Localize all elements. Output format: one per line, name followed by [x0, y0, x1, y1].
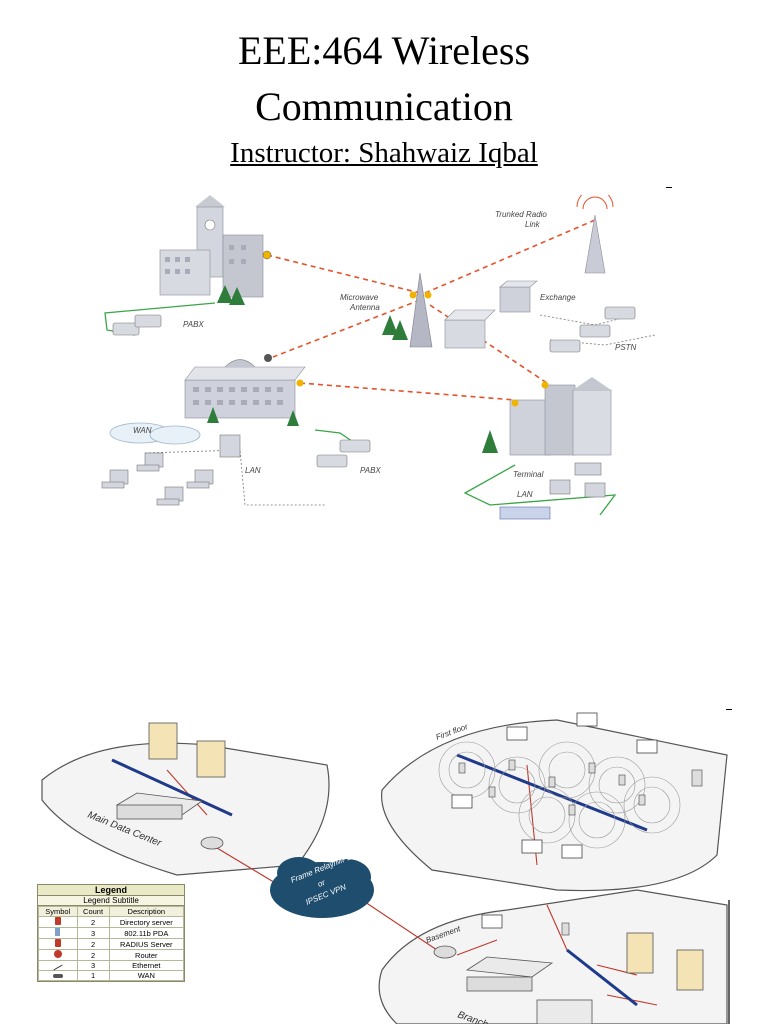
pda-icon: [561, 922, 570, 936]
legend-header-description: Description: [108, 906, 185, 917]
instructor-label: Instructor: Shahwaiz Iqbal: [230, 137, 538, 169]
legend-description: WAN: [108, 970, 185, 981]
legend-row: 2 Directory server: [38, 916, 185, 928]
pda-icon: [38, 927, 78, 939]
switch-icon: [115, 792, 204, 820]
legend-count: 3: [76, 960, 110, 971]
pda-icon: [458, 759, 703, 816]
legend-description: RADIUS Server: [108, 938, 185, 950]
laptop-icon: [451, 712, 658, 859]
microwave-antenna-icon: [382, 272, 496, 349]
label-cloud-2: or: [316, 878, 326, 889]
legend-row: 3 Ethernet: [38, 960, 185, 971]
title-line-2: Communication: [255, 84, 513, 129]
legend-header-symbol: Symbol: [38, 906, 78, 917]
label-microwave-1: Microwave: [340, 293, 379, 302]
label-microwave-2: Antenna: [349, 303, 380, 312]
clock-tower-building-icon: [159, 195, 272, 305]
legend-description: Router: [108, 949, 185, 961]
legend-header-count: Count: [76, 906, 110, 917]
page-mark: [666, 187, 672, 188]
label-terminal: Terminal: [513, 470, 544, 479]
legend-row: 2 RADIUS Server: [38, 938, 185, 950]
page-mark: [726, 709, 732, 710]
label-lan-left: LAN: [245, 466, 261, 475]
router-icon: [433, 945, 457, 959]
server-icon: [148, 722, 226, 778]
legend-count: 2: [76, 938, 110, 950]
label-trunked-radio-2: Link: [525, 220, 541, 229]
router-icon: [200, 836, 224, 850]
lan-computers-left-icon: [101, 434, 241, 506]
trunked-radio-tower-icon: [576, 195, 614, 274]
legend-description: 802.11b PDA: [108, 927, 185, 939]
legend-count: 2: [76, 949, 110, 961]
pabx-phones-top-icon: [112, 314, 162, 336]
label-exchange: Exchange: [540, 293, 576, 302]
network-diagram-1: Trunked Radio Link Microwave Antenna Exc…: [101, 195, 655, 520]
label-wan: WAN: [133, 426, 152, 435]
wireless-coverage-icon: [438, 741, 681, 849]
pstn-phones-icon: [549, 306, 636, 353]
wan-cloud-icon: [109, 422, 201, 445]
label-trunked-radio-1: Trunked Radio: [495, 210, 547, 219]
laptop-icon: [481, 914, 503, 929]
label-pstn: PSTN: [615, 343, 637, 352]
campus-building-icon: [184, 354, 306, 426]
legend-title: Legend: [38, 885, 184, 896]
branch-office-platform: [378, 889, 728, 1024]
legend-subtitle: Legend Subtitle: [38, 896, 184, 906]
legend-row: 2 Router: [38, 949, 185, 961]
legend-count: 1: [76, 970, 110, 981]
legend-table: Legend Legend Subtitle Symbol Count Desc…: [37, 884, 185, 982]
legend-description: Ethernet: [108, 960, 185, 971]
label-lan-right: LAN: [517, 490, 533, 499]
legend-description: Directory server: [108, 916, 185, 928]
label-pabx-top: PABX: [183, 320, 204, 329]
wan-icon: [38, 970, 78, 981]
legend-count: 2: [76, 916, 110, 928]
terminal-building-icon: [482, 377, 612, 520]
server-icon: [38, 938, 78, 950]
switch-icon: [465, 956, 593, 1024]
title-line-1: EEE:464 Wireless: [237, 28, 531, 73]
router-icon: [38, 949, 78, 961]
label-pabx-bottom: PABX: [360, 466, 381, 475]
server-icon: [38, 916, 78, 928]
legend-row: 3 802.11b PDA: [38, 927, 185, 939]
legend-count: 3: [76, 927, 110, 939]
vpn-cloud-icon: [270, 857, 374, 918]
legend-row: 1 WAN: [38, 970, 185, 981]
pabx-phones-bottom-icon: [316, 439, 371, 468]
exchange-building-icon: [499, 280, 538, 313]
ethernet-icon: [38, 960, 78, 971]
microwave-links: [266, 219, 596, 401]
network-diagram-2: Main Data Center Frame Relay/MPLS or IPS…: [41, 712, 730, 1024]
first-floor-platform: [380, 719, 728, 892]
server-icon: [626, 932, 704, 991]
